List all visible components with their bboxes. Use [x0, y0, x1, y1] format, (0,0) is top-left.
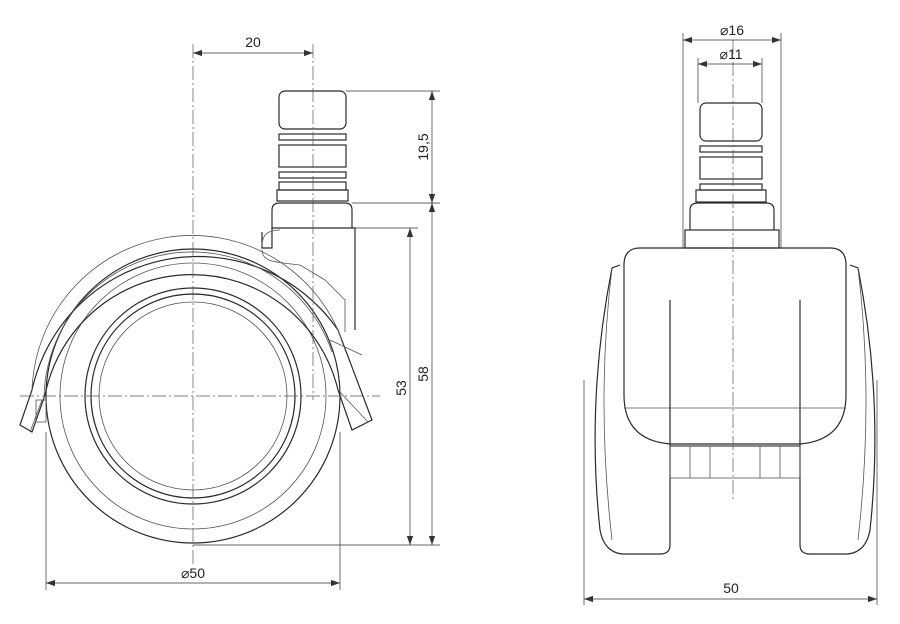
dim-outer-diameter-label: ⌀16	[720, 22, 744, 38]
dim-width-label: 50	[723, 580, 739, 596]
dim-inner-diameter-label: ⌀11	[720, 46, 743, 62]
wheels-front	[594, 264, 876, 555]
hood-side	[19, 235, 373, 433]
hub-front	[669, 445, 801, 479]
dim-stem-offset-label: 20	[245, 34, 261, 50]
grip-stem-front	[684, 102, 780, 249]
side-view: 20 19,5 53 58 ⌀50	[19, 34, 440, 590]
dim-stem-offset: 20	[193, 34, 313, 57]
grip-stem-side	[271, 90, 353, 228]
dim-wheel-diameter: ⌀50	[45, 432, 341, 590]
dim-width: 50	[583, 380, 878, 605]
dim-height-53-label: 53	[393, 380, 409, 396]
dim-wheel-diameter-label: ⌀50	[181, 565, 205, 581]
centerlines-side	[20, 44, 380, 566]
dim-heights: 53 58	[193, 203, 440, 546]
dim-stem-height-label: 19,5	[415, 133, 431, 160]
hood-front	[623, 247, 847, 445]
dim-height-58-label: 58	[415, 366, 431, 382]
dim-stem-height: 19,5	[346, 90, 440, 204]
front-view: ⌀16 ⌀11 50	[583, 22, 878, 605]
dim-inner-diameter: ⌀11	[697, 46, 763, 103]
stem-housing-side	[261, 227, 356, 332]
dim-outer-diameter: ⌀16	[682, 22, 782, 248]
